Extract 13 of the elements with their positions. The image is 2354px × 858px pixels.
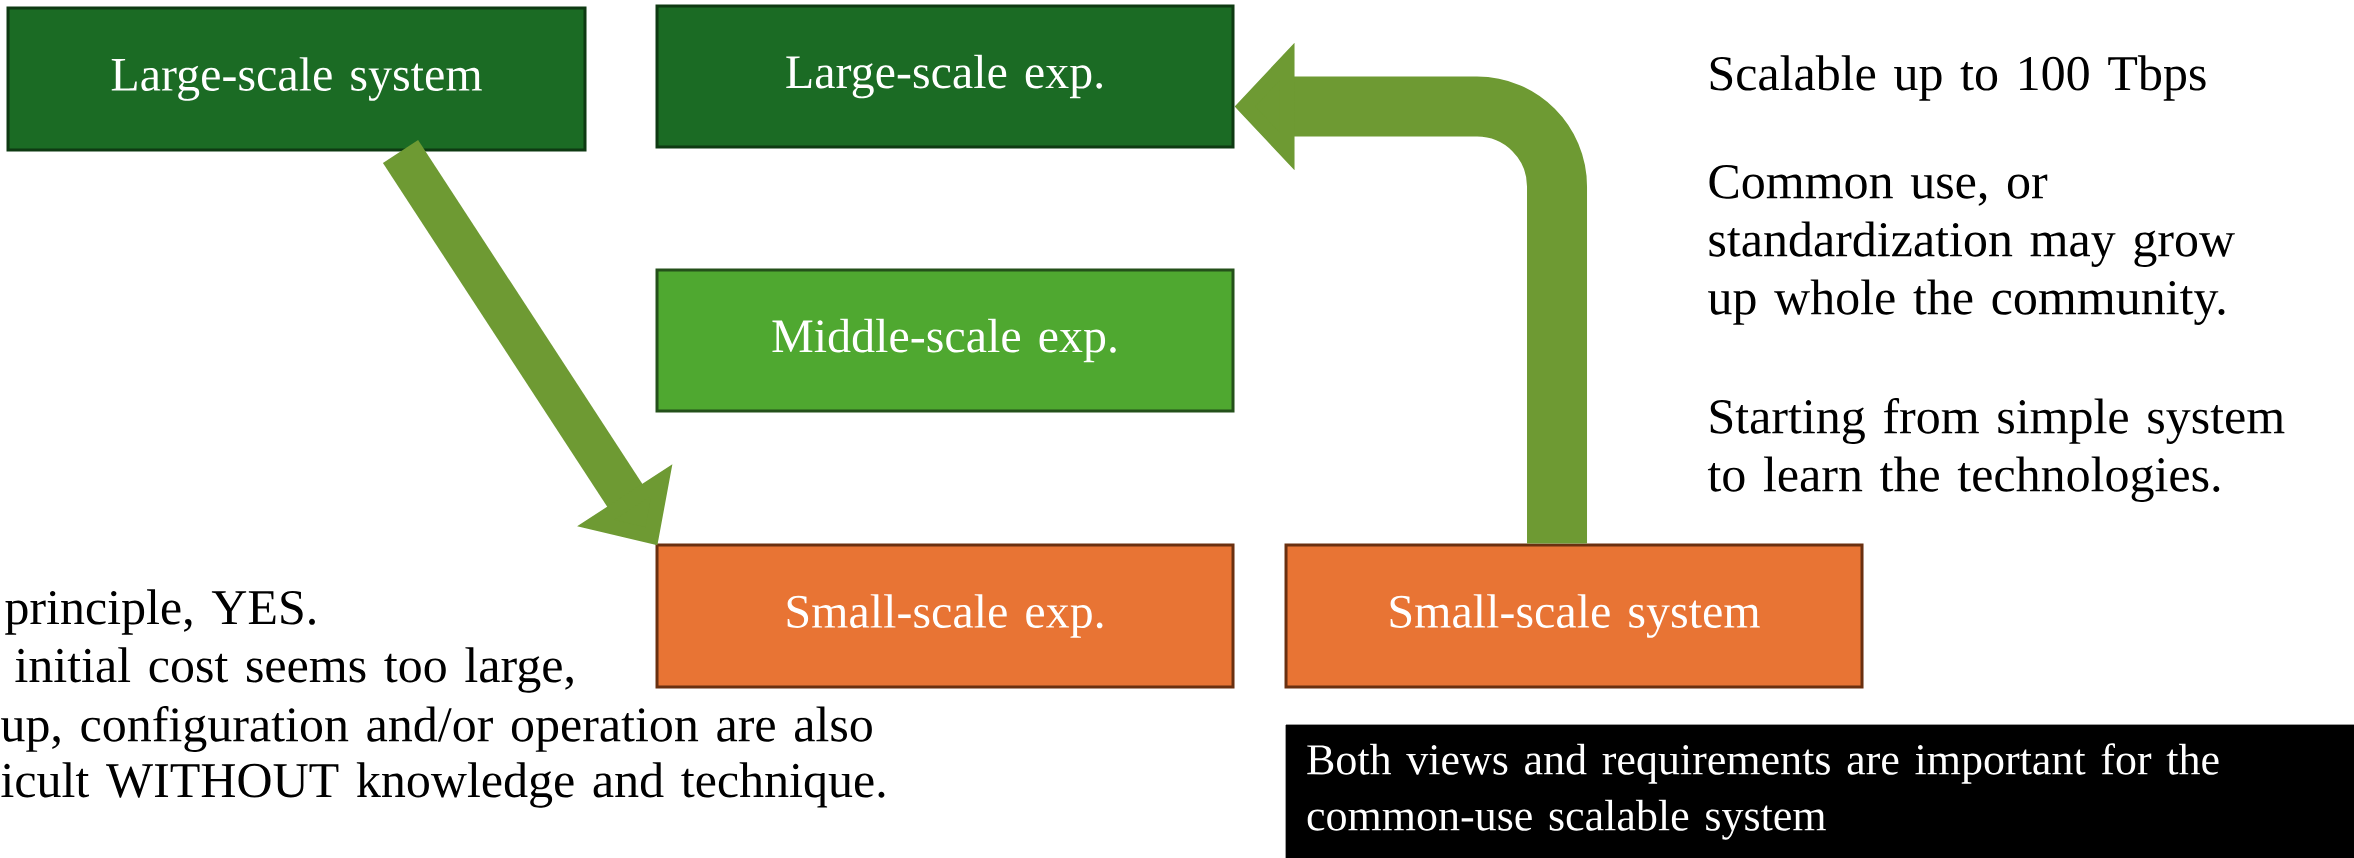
- note-text: icult WITHOUT knowledge and technique.: [1, 762, 885, 808]
- note-text: principle, YES.: [5, 589, 315, 635]
- note-text: initial cost seems too large,: [15, 647, 573, 693]
- note-box: Both views and requirements are important for the common-use scalable system: [1285, 724, 2354, 858]
- scale-box: Middle-scale exp.: [655, 268, 1235, 413]
- scale-box: Small-scale exp.: [655, 543, 1235, 689]
- note-text: Common use, or standardization may grow up whole the community.: [1708, 165, 2235, 325]
- note-text: Starting from simple system to learn the technologies.: [1707, 398, 2285, 502]
- scale-box: Large-scale system: [6, 6, 587, 152]
- note-text: up, configuration and/or operation are also: [1, 706, 872, 752]
- scale-box: Large-scale exp.: [655, 4, 1235, 149]
- note-text: Scalable up to 100 Tbps: [1710, 55, 2206, 101]
- scale-box: Small-scale system: [1284, 543, 1864, 689]
